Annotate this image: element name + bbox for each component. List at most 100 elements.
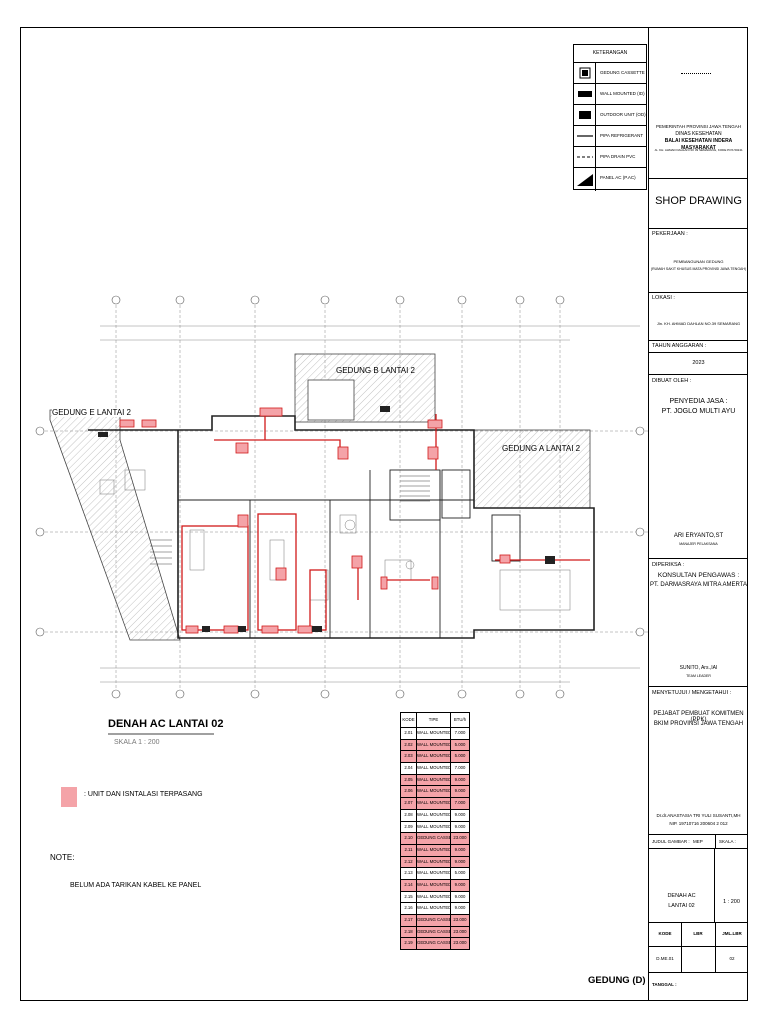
org-logo bbox=[681, 73, 711, 75]
schedule-cell: WALL MOUNTED bbox=[417, 763, 451, 774]
schedule-cell: 23.000 bbox=[451, 926, 469, 938]
schedule-cell: WALL MOUNTED bbox=[417, 868, 451, 879]
legend-row: GEDUNG CASSETTE bbox=[574, 62, 646, 83]
schedule-cell: 9.000 bbox=[454, 823, 466, 829]
schedule-cell: GEDUNG CASSETTE bbox=[417, 915, 451, 926]
schedule-cell: 9.000 bbox=[451, 856, 469, 868]
schedule-cell: 2.07 bbox=[401, 798, 417, 809]
schedule-cell: 9.000 bbox=[451, 786, 469, 798]
schedule-cell: 2.04 bbox=[401, 763, 417, 774]
schedule-cell: 2.08 bbox=[401, 809, 417, 821]
marker-note: : UNIT DAN ISNTALASI TERPASANG bbox=[84, 791, 203, 798]
title-block: PEMERINTAH PROVINSI JAWA TENGAH DINAS KE… bbox=[648, 27, 748, 1001]
schedule-cell: 5.000 bbox=[454, 870, 466, 876]
legend-row: PIPA REFRIGERANT bbox=[574, 125, 646, 146]
walls bbox=[88, 415, 595, 639]
grid-bubbles bbox=[35, 295, 645, 699]
plan-title: DENAH AC LANTAI 02 bbox=[108, 718, 224, 730]
schedule-cell: WALL MOUNTED bbox=[417, 798, 451, 809]
schedule-cell: 5.000 bbox=[451, 739, 469, 751]
schedule-cell: 2.06 bbox=[401, 786, 417, 798]
schedule-cell: 7.000 bbox=[451, 798, 469, 809]
schedule-cell: 9.000 bbox=[451, 774, 469, 786]
schedule-cell: WALL MOUNTED bbox=[417, 774, 451, 786]
schedule-cell: 9.000 bbox=[451, 879, 469, 891]
stairs bbox=[150, 475, 430, 565]
gedung-e-block bbox=[49, 409, 181, 641]
note-label: NOTE: bbox=[50, 853, 75, 862]
legend-title: KETERANGAN bbox=[592, 50, 628, 56]
cassette-icon bbox=[574, 63, 596, 83]
installed-marker-swatch bbox=[61, 787, 77, 807]
legend-row: PANEL AC (P.AC) bbox=[574, 167, 646, 191]
schedule-cell: WALL MOUNTED bbox=[417, 739, 451, 751]
gedung-b-label: GEDUNG B LANTAI 2 bbox=[336, 366, 415, 375]
legend-box: KETERANGAN GEDUNG CASSETTE WALL MOUNTED … bbox=[573, 44, 647, 191]
schedule-cell: 9.000 bbox=[454, 905, 466, 911]
schedule-cell: WALL MOUNTED bbox=[417, 786, 451, 798]
schedule-cell: WALL MOUNTED bbox=[417, 891, 451, 903]
schedule-header: KODE TIPE BTU/h bbox=[401, 713, 469, 727]
schedule-cell: 2.16 bbox=[401, 903, 417, 914]
schedule-cell: 2.05 bbox=[401, 774, 417, 786]
schedule-cell: 7.000 bbox=[454, 765, 466, 771]
schedule-cell: WALL MOUNTED bbox=[417, 844, 451, 856]
legend-row: OUTDOOR UNIT (OD) bbox=[574, 104, 646, 125]
schedule-cell: WALL MOUNTED bbox=[417, 728, 451, 739]
drain-pipe-icon bbox=[574, 147, 596, 167]
refrigerant-pipe-icon bbox=[574, 126, 596, 146]
schedule-cell: WALL MOUNTED bbox=[417, 809, 451, 821]
schedule-cell: 2.03 bbox=[401, 751, 417, 763]
schedule-cell: WALL MOUNTED bbox=[417, 903, 451, 914]
schedule-cell: 2.02 bbox=[401, 739, 417, 751]
gedung-label: GEDUNG (D) bbox=[588, 975, 646, 986]
gedung-e-label: GEDUNG E LANTAI 2 bbox=[52, 408, 131, 417]
schedule-cell: 23.000 bbox=[451, 915, 469, 926]
schedule-cell: WALL MOUNTED bbox=[417, 856, 451, 868]
schedule-cell: 2.15 bbox=[401, 891, 417, 903]
ac-units bbox=[119, 407, 511, 634]
schedule-cell: 2.10 bbox=[401, 833, 417, 844]
schedule-cell: 5.000 bbox=[451, 751, 469, 763]
schedule-cell: 2.18 bbox=[401, 926, 417, 938]
schedule-cell: 2.12 bbox=[401, 856, 417, 868]
schedule-cell: 23.000 bbox=[451, 938, 469, 950]
plan-scale: SKALA 1 : 200 bbox=[114, 739, 160, 746]
schedule-cell: 2.17 bbox=[401, 915, 417, 926]
schedule-cell: 9.000 bbox=[451, 844, 469, 856]
schedule-cell: WALL MOUNTED bbox=[417, 879, 451, 891]
schedule-cell: 23.000 bbox=[451, 833, 469, 844]
schedule-cell: GEDUNG CASSETTE bbox=[417, 833, 451, 844]
gedung-a-block bbox=[473, 429, 591, 509]
schedule-cell: 9.000 bbox=[454, 893, 466, 899]
schedule-cell: 7.000 bbox=[454, 730, 466, 735]
drawing-frame bbox=[20, 27, 748, 1001]
org-section: PEMERINTAH PROVINSI JAWA TENGAH DINAS KE… bbox=[649, 27, 748, 179]
schedule-cell: 2.11 bbox=[401, 844, 417, 856]
panel-ac-icon bbox=[574, 168, 596, 191]
drawing-type: SHOP DRAWING bbox=[649, 179, 748, 229]
schedule-cell: 2.01 bbox=[401, 728, 417, 739]
schedule-cell: WALL MOUNTED bbox=[417, 821, 451, 833]
gedung-a-label: GEDUNG A LANTAI 2 bbox=[502, 444, 581, 453]
schedule-cell: 2.19 bbox=[401, 938, 417, 950]
schedule-cell: 2.09 bbox=[401, 821, 417, 833]
legend-row: WALL MOUNTED (ID) bbox=[574, 83, 646, 104]
schedule-cell: 9.000 bbox=[454, 811, 466, 817]
